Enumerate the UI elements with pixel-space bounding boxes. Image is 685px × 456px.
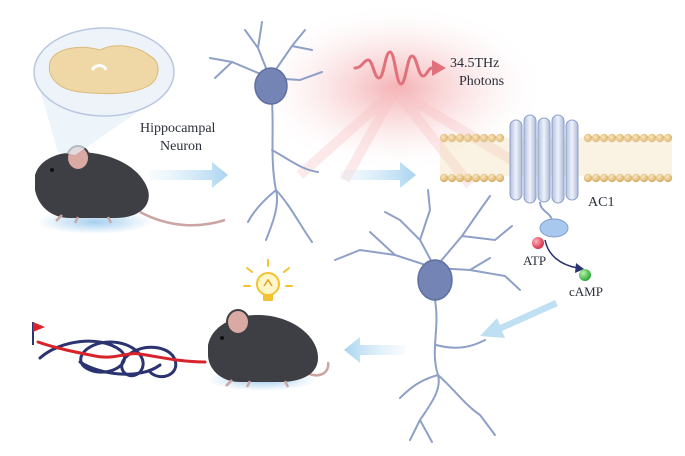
lipid-head-top (463, 133, 473, 143)
lipid-head-bottom (655, 173, 665, 183)
mouse-bottom-body-icon (208, 315, 318, 382)
lipid-head-bottom (495, 173, 505, 183)
frequency-label: 34.5THz (450, 56, 499, 71)
camp-label: cAMP (569, 284, 603, 299)
arrow-camp-to-neuron (480, 300, 558, 338)
lipid-head-bottom (591, 173, 601, 183)
lipid-head-top (631, 133, 641, 143)
trajectory-red (36, 340, 207, 364)
lipid-head-bottom (479, 173, 489, 183)
lipid-head-bottom (615, 173, 625, 183)
atp-molecule-icon (532, 237, 544, 249)
conversion-arrowhead-icon (575, 263, 584, 273)
photons-label: Photons (459, 74, 504, 89)
lipid-head-bottom (487, 173, 497, 183)
neuron-label: Neuron (160, 139, 202, 154)
lipid-head-top (647, 133, 657, 143)
lipid-head-bottom (471, 173, 481, 183)
lipid-head-top (615, 133, 625, 143)
lipid-head-bottom (439, 173, 449, 183)
neuron-top-soma (254, 67, 288, 105)
lipid-head-top (487, 133, 497, 143)
lipid-head-top (479, 133, 489, 143)
lipid-head-top (455, 133, 465, 143)
arrow-mouse-to-neuron (150, 162, 228, 188)
lipid-head-bottom (663, 173, 673, 183)
lipid-head-bottom (647, 173, 657, 183)
lipid-head-bottom (607, 173, 617, 183)
lipid-head-bottom (583, 173, 593, 183)
neuron-bottom-soma (417, 259, 453, 301)
lipid-head-top (639, 133, 649, 143)
brain-hippocampus-icon (90, 64, 108, 71)
lipid-head-bottom (639, 173, 649, 183)
ac1-label: AC1 (588, 195, 614, 210)
lipid-head-top (583, 133, 593, 143)
mouse-top-feet (55, 214, 113, 224)
wave-icon (353, 50, 434, 86)
wave-arrowhead-icon (432, 60, 446, 76)
lipid-head-bottom (463, 173, 473, 183)
mouse-top-body-icon (35, 152, 149, 218)
flag-icon (33, 322, 45, 332)
neuron-bottom-icon (334, 189, 521, 443)
photon-beams (296, 85, 523, 189)
camp-molecule-icon (579, 269, 591, 281)
lipid-head-top (471, 133, 481, 143)
lipid-head-top (655, 133, 665, 143)
brain-icon (48, 45, 159, 95)
arrow-neuron-to-channel (340, 162, 416, 188)
neuron-top-icon (209, 21, 323, 243)
lipid-head-bottom (455, 173, 465, 183)
mouse-top-eye-icon (50, 168, 54, 172)
lipid-head-top (447, 133, 457, 143)
lipid-head-top (623, 133, 633, 143)
lipid-head-top (591, 133, 601, 143)
mouse-bottom-ear-icon (226, 309, 250, 335)
mouse-top (35, 145, 226, 234)
lipid-head-top (663, 133, 673, 143)
trajectory-blue (38, 339, 178, 379)
lipid-head-top (495, 133, 505, 143)
mouse-top-tail (139, 210, 226, 227)
lipid-head-bottom (631, 173, 641, 183)
mouse-bottom-eye-icon (220, 336, 224, 340)
ac1-enzyme-icon (539, 218, 569, 238)
lightbulb-icon (243, 259, 293, 301)
ion-channel-icon (509, 114, 579, 238)
lipid-head-top (599, 133, 609, 143)
atp-label: ATP (523, 253, 546, 268)
lipid-head-bottom (599, 173, 609, 183)
lipid-head-top (607, 133, 617, 143)
lipid-head-top (439, 133, 449, 143)
lipid-head-bottom (447, 173, 457, 183)
mouse-bottom (207, 309, 330, 391)
lipid-head-bottom (623, 173, 633, 183)
hippocampal-label: Hippocampal (140, 121, 216, 136)
mouse-bottom-feet (225, 379, 290, 388)
photon-glow (248, 3, 548, 173)
conversion-arrow (544, 239, 579, 269)
arrow-neuron-to-mouse (344, 337, 405, 363)
maze-trajectory (36, 339, 207, 379)
